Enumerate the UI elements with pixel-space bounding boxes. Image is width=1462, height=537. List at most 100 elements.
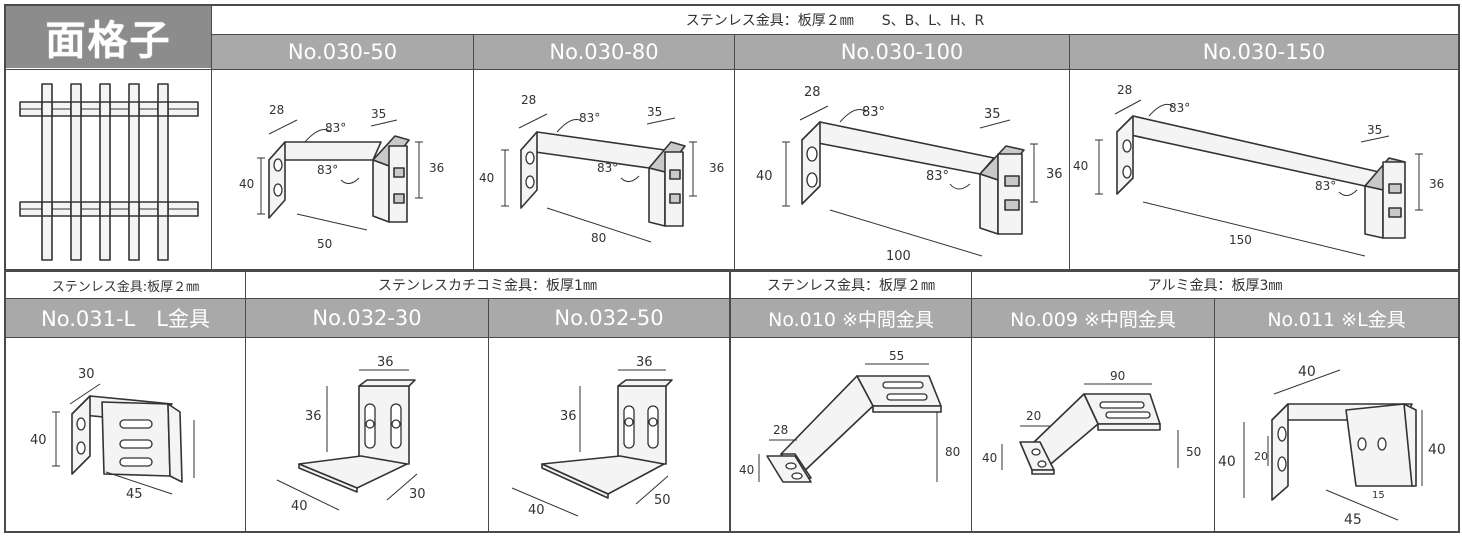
- model-label: No.030-80: [549, 40, 659, 64]
- model-030-150: No.030-150: [1070, 35, 1458, 69]
- dim-b: 35: [647, 105, 662, 119]
- dim-w: 45: [1344, 512, 1362, 528]
- spec-010: ステンレス金具：板厚２㎜: [731, 272, 971, 298]
- dim-angle-2: 83°: [597, 161, 618, 175]
- grid-line: [4, 269, 1460, 272]
- bracket-009: 20 40 90 50: [982, 369, 1201, 475]
- grid-line: [1458, 4, 1460, 533]
- model-label: No.030-150: [1202, 40, 1326, 64]
- grid-line: [4, 4, 6, 533]
- model-032-50: No.032-50: [489, 299, 729, 337]
- spec-031: ステンレス金具:板厚２㎜: [6, 272, 245, 298]
- dim-t: 55: [889, 349, 904, 363]
- dim-h2: 36: [429, 161, 444, 175]
- model-030-50: No.030-50: [212, 35, 473, 69]
- dim-h: 40: [982, 451, 997, 465]
- grid-line: [4, 531, 1460, 533]
- grid-line: [245, 272, 246, 532]
- dim-h: 36: [560, 409, 577, 424]
- model-009: No.009 ※中間金具: [972, 299, 1214, 337]
- dim-h1: 40: [1073, 159, 1088, 173]
- grid-line: [212, 34, 1458, 35]
- dim-h: 40: [30, 433, 47, 448]
- model-label: No.032-30: [312, 306, 422, 330]
- bracket-011: 40 20 40 40 15 45: [1218, 364, 1446, 528]
- spec-top-text: ステンレス金具：板厚２㎜ S、B、L、H、R: [685, 13, 985, 29]
- grille-drawing: [19, 83, 199, 261]
- dim-v: 50: [1186, 445, 1201, 459]
- dim-b: 35: [984, 107, 1001, 122]
- bracket-032-50: 36 36 40 50: [511, 355, 673, 518]
- dim-h2: 36: [709, 161, 724, 175]
- dim-a: 20: [1026, 409, 1041, 423]
- model-030-100: No.030-100: [735, 35, 1069, 69]
- grid-line: [211, 4, 212, 269]
- bracket-032-30: 36 36 40 30: [276, 355, 426, 514]
- bracket-010: 28 40 55 80: [739, 349, 960, 483]
- grid-line: [4, 298, 1460, 299]
- dim-h1: 40: [239, 177, 254, 191]
- grid-line: [488, 299, 489, 532]
- dim-angle-2: 83°: [926, 169, 949, 184]
- dim-h1: 40: [479, 171, 494, 185]
- dim-r: 50: [654, 493, 671, 508]
- model-label: No.030-50: [287, 40, 398, 64]
- model-label: No.010 ※中間金具: [768, 308, 934, 331]
- grid-line: [971, 272, 972, 532]
- spec-top: ステンレス金具：板厚２㎜ S、B、L、H、R: [212, 6, 1458, 34]
- grid-line: [473, 35, 474, 269]
- dim-s: 20: [1254, 450, 1268, 463]
- model-031-l: No.031-L L金具: [6, 299, 245, 337]
- dim-l: 40: [291, 499, 308, 514]
- dim-s2: 15: [1372, 490, 1385, 501]
- model-032-30: No.032-30: [246, 299, 488, 337]
- dim-l: 40: [528, 503, 545, 518]
- dim-w: 150: [1229, 233, 1252, 247]
- dim-a: 28: [773, 423, 788, 437]
- grille-bars: [41, 83, 169, 261]
- dim-angle: 83°: [1169, 101, 1190, 115]
- grid-line: [4, 69, 1460, 70]
- grid-line: [1069, 35, 1070, 269]
- dim-angle: 83°: [325, 121, 346, 135]
- dim-h1: 40: [756, 169, 773, 184]
- bracket-030-150: 40 36 28 83° 35 83° 150: [1073, 83, 1444, 257]
- model-011: No.011 ※L金具: [1215, 299, 1458, 337]
- dim-t: 36: [636, 355, 653, 370]
- bracket-030-100: 40 36 28 83° 35 83° 100: [756, 85, 1063, 264]
- spec-text: ステンレス金具：板厚２㎜: [767, 278, 935, 294]
- dim-t: 90: [1110, 369, 1125, 383]
- spec-text: ステンレス金具:板厚２㎜: [51, 279, 200, 295]
- grid-line: [729, 272, 731, 532]
- dim-angle-2: 83°: [317, 163, 338, 177]
- spec-text: ステンレスカチコミ金具：板厚1㎜: [378, 278, 597, 294]
- dim-r: 40: [1428, 442, 1446, 458]
- dim-angle: 83°: [862, 105, 885, 120]
- dim-a: 28: [269, 103, 284, 117]
- model-label: No.031-L L金具: [41, 307, 210, 331]
- dim-h2: 36: [1046, 167, 1063, 182]
- dim-a: 28: [521, 93, 536, 107]
- spec-text: アルミ金具：板厚3㎜: [1147, 278, 1283, 294]
- dim-w: 80: [591, 231, 606, 245]
- grid-line: [1214, 299, 1215, 532]
- grid-line: [734, 35, 735, 269]
- bracket-030-80: 40 36 28 83° 35 83° 80: [479, 93, 724, 245]
- dim-t: 40: [1298, 364, 1316, 380]
- spec-032: ステンレスカチコミ金具：板厚1㎜: [246, 272, 729, 298]
- model-030-80: No.030-80: [474, 35, 734, 69]
- dim-b: 35: [371, 107, 386, 121]
- dim-b: 35: [1367, 123, 1382, 137]
- page-title: 面格子: [6, 6, 211, 68]
- dim-w: 45: [126, 487, 143, 502]
- model-label: No.030-100: [840, 40, 964, 64]
- dim-w: 100: [886, 249, 911, 264]
- model-010: No.010 ※中間金具: [731, 299, 971, 337]
- dim-h: 40: [1218, 454, 1236, 470]
- spec-alu: アルミ金具：板厚3㎜: [972, 272, 1458, 298]
- bracket-031-l: 40 30 45: [30, 367, 195, 502]
- dim-r: 30: [409, 487, 426, 502]
- dim-h: 36: [305, 409, 322, 424]
- bracket-030-50: 40 36 28 83° 35 83° 50: [239, 103, 444, 251]
- model-label: No.032-50: [554, 306, 664, 330]
